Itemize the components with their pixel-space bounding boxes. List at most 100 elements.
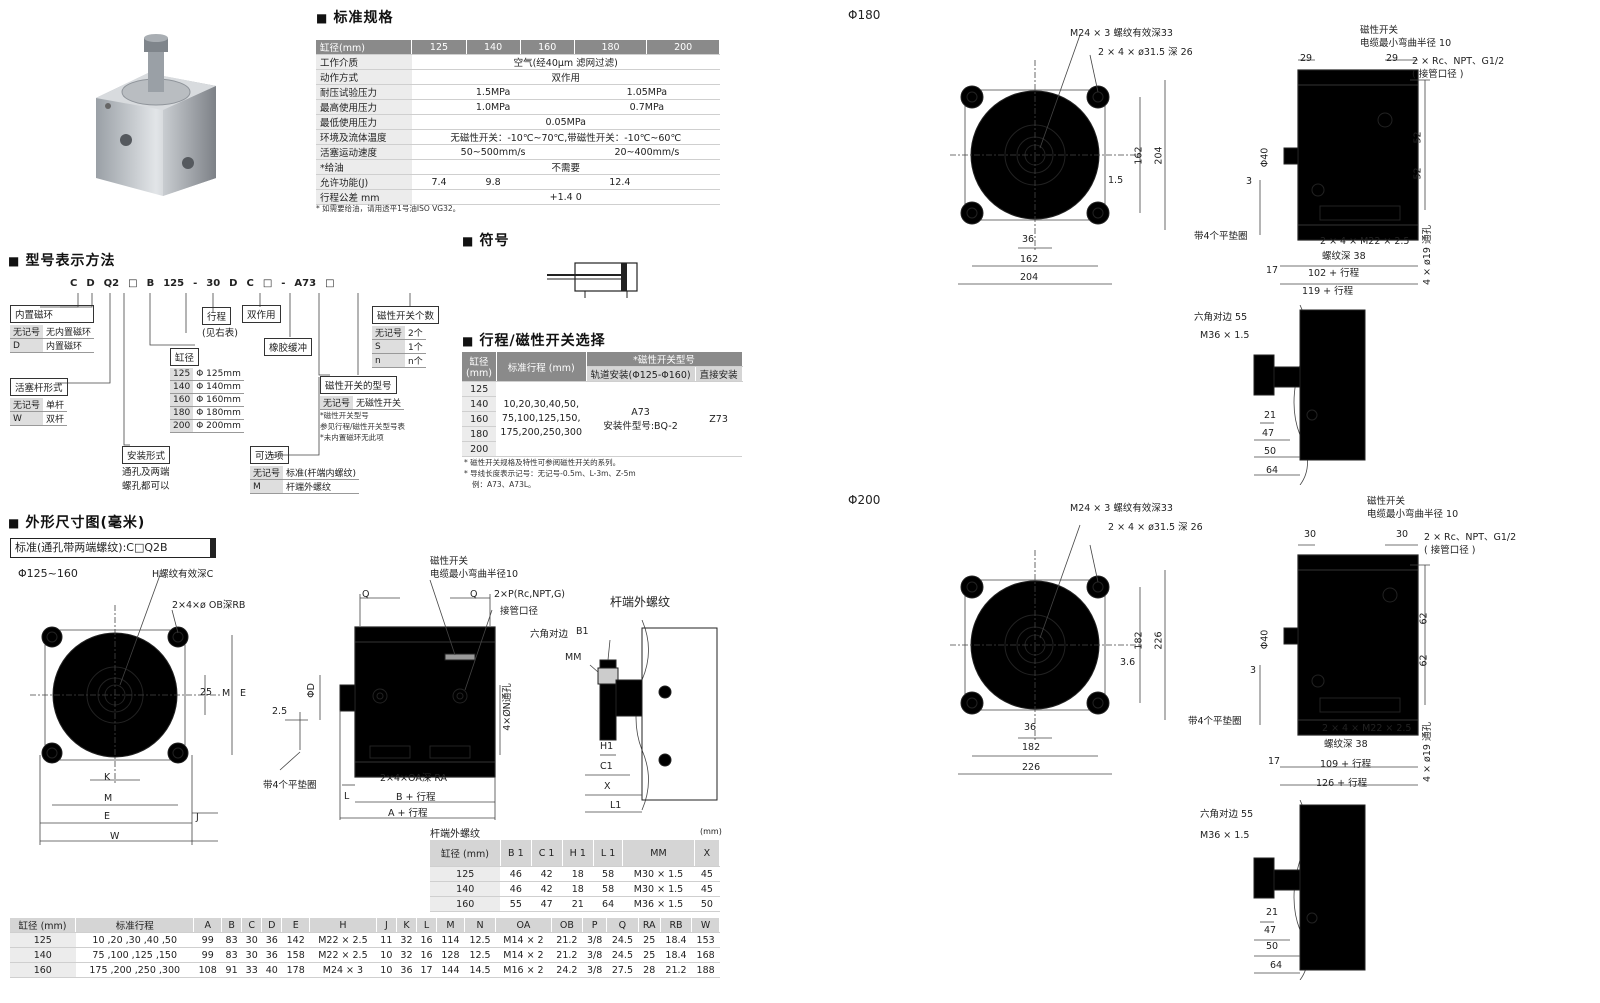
- header-cell: 140: [466, 40, 521, 55]
- header-cell: W: [691, 918, 720, 933]
- table-row: 行程公差 mm+1.4 0: [316, 189, 720, 205]
- label-e: E: [240, 688, 247, 699]
- label-l1: L1: [610, 800, 622, 811]
- model-code-part: C: [246, 278, 254, 289]
- table-cell: 16: [416, 932, 437, 948]
- meaning-cell: 无磁性开关: [353, 396, 405, 410]
- table-cell: 45: [694, 866, 720, 882]
- code-cell: 无记号: [10, 325, 44, 339]
- code-cell: 无记号: [250, 466, 284, 480]
- stroke-box: 行程 (见右表): [202, 305, 238, 339]
- table-cell: 18: [562, 881, 594, 897]
- header-cell: 缸径(mm): [316, 40, 413, 55]
- model-code-part: B: [146, 278, 155, 289]
- list-item: 无记号无内置磁环: [10, 325, 95, 339]
- table-cell: 24.5: [606, 947, 639, 963]
- label-oa: 2×4×OA深 RA: [380, 773, 448, 784]
- code-cell: D: [10, 338, 44, 353]
- d200-l11: 30: [1396, 529, 1409, 540]
- d180-l7: 204: [1020, 272, 1039, 283]
- table-cell: 168: [691, 947, 720, 963]
- d200-l25: 六角对边 55: [1200, 809, 1254, 820]
- row-label: 最低使用压力: [316, 114, 412, 130]
- table-cell: 140: [10, 947, 76, 963]
- d200-l3: 226: [1153, 631, 1165, 650]
- table-cell: 无磁性开关：-10℃~70℃,带磁性开关：-10℃~60℃: [411, 129, 720, 145]
- meaning-cell: 2个: [405, 326, 426, 340]
- table-cell: M24 × 3: [309, 962, 377, 978]
- header-cell: C 1: [531, 840, 563, 867]
- rod-table-title: 杆端外螺纹: [430, 829, 480, 840]
- label-l: L: [344, 791, 350, 802]
- cushion-box: 橡胶缓冲: [264, 338, 313, 356]
- d180-l27: 21: [1264, 410, 1277, 421]
- table-cell: 7.4: [411, 174, 467, 190]
- table-cell: 24.5: [606, 932, 639, 948]
- d200-l12: 2 × Rc、NPT、G1/2: [1424, 532, 1517, 543]
- front-view-125-drawing: [30, 574, 233, 845]
- d200-l18: 带4个平垫圈: [1188, 716, 1242, 727]
- table-cell: 18: [562, 866, 594, 882]
- model-code-part: A73: [294, 278, 317, 289]
- header-cell: H: [309, 918, 377, 933]
- stroke-notes: * 磁性开关规格及特性可参阅磁性开关的系列。 * 导线长度表示记号：无记号-0.…: [464, 458, 636, 489]
- table-cell: 160: [10, 962, 76, 978]
- d180-l12: 2 × Rc、NPT、G1/2: [1412, 56, 1505, 67]
- d200-side-drawing: [1259, 544, 1430, 786]
- table-cell: 21.2: [551, 947, 583, 963]
- label-w: W: [110, 831, 120, 842]
- table-cell: 75 ,100 ,125 ,150: [75, 947, 194, 963]
- d200-l14: Φ40: [1259, 629, 1271, 650]
- table-cell: 46: [500, 866, 532, 882]
- table-cell: 50~500mm/s: [411, 144, 575, 160]
- d200-l15: 62: [1418, 612, 1430, 625]
- table-cell: 36: [261, 932, 282, 948]
- table-cell: 142: [281, 932, 310, 948]
- side-view-125-drawing: [279, 580, 501, 820]
- d180-l13: ( 接管口径 ): [1412, 69, 1464, 80]
- code-cell: 125: [170, 368, 194, 381]
- table-cell: M22 × 2.5: [309, 947, 377, 963]
- table-cell: M30 × 1.5: [622, 866, 695, 882]
- d180-l14: Φ40: [1259, 147, 1271, 168]
- table-cell: 188: [691, 962, 720, 978]
- header-cell: A: [193, 918, 223, 933]
- d200-l10: 30: [1304, 529, 1317, 540]
- d180-l8: 磁性开关: [1360, 25, 1399, 36]
- label-mm: MM: [565, 652, 582, 663]
- model-code-part: □: [128, 278, 138, 289]
- d180-l19: 2 × 4 × M22 × 2.5: [1320, 236, 1410, 247]
- label-phid: ΦD: [305, 683, 317, 698]
- model-leader-lines: [40, 293, 411, 456]
- header-cell: OA: [495, 918, 552, 933]
- model-code-part: D: [229, 278, 238, 289]
- table-cell: 42: [531, 866, 563, 882]
- table-cell: 114: [436, 932, 465, 948]
- row-label: 工作介质: [316, 54, 412, 70]
- meaning-cell: n个: [405, 353, 426, 368]
- label-x: X: [604, 781, 611, 792]
- d200-l28: 47: [1264, 925, 1277, 936]
- meaning-cell: 双杆: [43, 411, 68, 426]
- table-cell: 18.4: [660, 932, 692, 948]
- label-k: K: [104, 772, 111, 783]
- header-cell: P: [582, 918, 608, 933]
- table-cell: 3/8: [582, 962, 607, 978]
- d180-l2: 162: [1133, 146, 1145, 165]
- table-cell: 83: [221, 947, 242, 963]
- table-cell: 10: [376, 962, 397, 978]
- table-cell: 28: [638, 962, 661, 978]
- table-cell: 45: [694, 881, 720, 897]
- table-cell: 153: [691, 932, 720, 948]
- d180-l26: M36 × 1.5: [1200, 330, 1250, 341]
- d200-l17: 3: [1250, 665, 1257, 676]
- header-cell: RA: [638, 918, 661, 933]
- header-cell: M: [436, 918, 465, 933]
- table-cell: 178: [281, 962, 310, 978]
